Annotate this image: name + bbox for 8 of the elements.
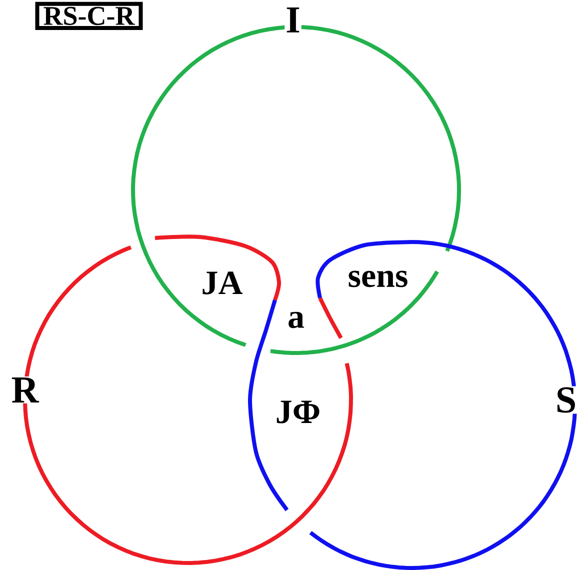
ring-label: S [554,386,578,414]
title-box: RS-C-R [35,2,143,30]
ring-label: R [10,376,40,404]
region-label: a [288,312,304,328]
region-label: sens [348,270,408,288]
region-label: JA [202,272,243,294]
ring-label: I [284,6,302,34]
region-label: JΦ [276,400,320,424]
